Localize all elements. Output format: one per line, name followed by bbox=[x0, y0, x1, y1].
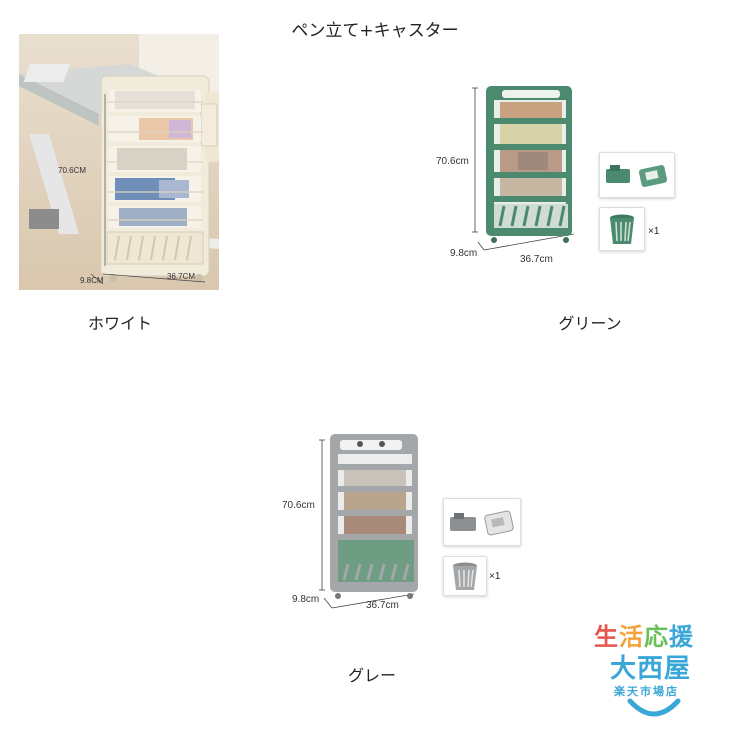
page-title: ペン立て+キャスター bbox=[291, 21, 459, 41]
white-caption: ホワイト bbox=[87, 314, 152, 333]
green-caster-box bbox=[599, 152, 675, 198]
white-height-label: 70.6CM bbox=[58, 166, 87, 175]
green-height-label: 70.6cm bbox=[436, 156, 469, 167]
green-width-label: 36.7cm bbox=[520, 254, 553, 265]
logo-char-3: 応 bbox=[644, 623, 669, 651]
gray-pen-holder-box bbox=[443, 556, 487, 596]
gray-depth-label: 9.8cm bbox=[292, 594, 320, 605]
gray-width-label: 36.7cm bbox=[366, 600, 399, 611]
green-caster-icon bbox=[606, 165, 668, 187]
gray-count-label: ×1 bbox=[489, 571, 501, 582]
green-pen-holder-box bbox=[599, 207, 645, 251]
green-pen-holder-icon bbox=[610, 214, 634, 244]
gray-rack-illustration bbox=[319, 434, 418, 609]
green-caption: グリーン bbox=[558, 314, 622, 333]
gray-caster-box bbox=[443, 498, 521, 546]
gray-caption: グレー bbox=[347, 666, 396, 685]
gray-pen-holder-icon bbox=[453, 562, 477, 590]
logo-tagline: 生活応援 bbox=[594, 617, 694, 652]
logo-char-2: 活 bbox=[619, 623, 644, 651]
white-rack-illustration bbox=[19, 34, 219, 290]
white-depth-label: 9.8CM bbox=[80, 276, 104, 285]
gray-caster-icon bbox=[450, 510, 514, 536]
green-count-label: ×1 bbox=[648, 226, 660, 237]
logo-store-label: 楽天市場店 bbox=[614, 685, 679, 698]
gray-height-label: 70.6cm bbox=[282, 500, 315, 511]
logo-char-4: 援 bbox=[669, 623, 694, 651]
shop-logo: 生活応援 大西屋 楽天市場店 bbox=[594, 617, 718, 722]
green-rack-illustration bbox=[472, 86, 575, 251]
logo-shop-name: 大西屋 bbox=[610, 654, 692, 684]
white-width-label: 36.7CM bbox=[167, 272, 196, 281]
green-depth-label: 9.8cm bbox=[450, 248, 478, 259]
smile-icon bbox=[627, 698, 681, 717]
white-rack-photo bbox=[19, 34, 219, 290]
logo-char-1: 生 bbox=[594, 623, 619, 651]
